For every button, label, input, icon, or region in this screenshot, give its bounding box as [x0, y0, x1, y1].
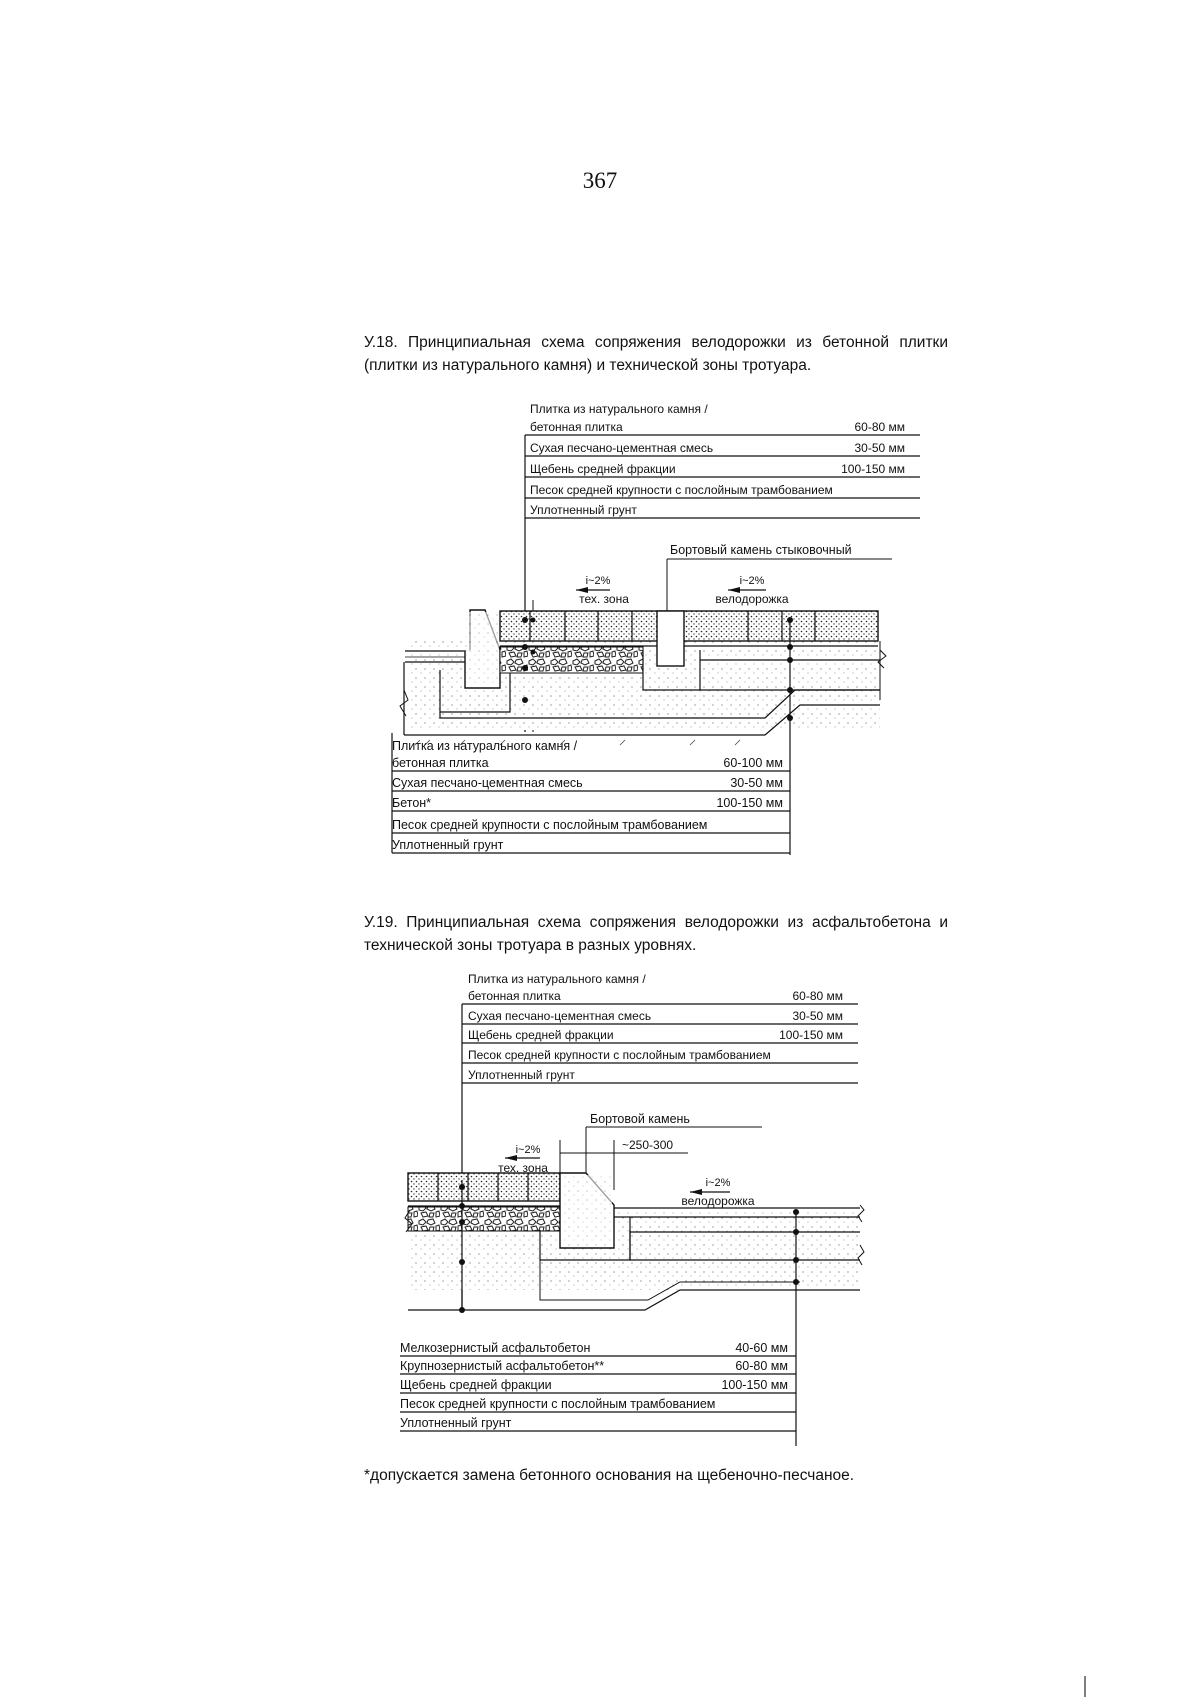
figure-18: Плитка из натурального камня / бетонная …: [391, 402, 920, 855]
fig18-top-layer-label: бетонная плитка: [530, 420, 623, 434]
fig19-top-layer-label: Песок средней крупности с послойным трам…: [468, 1048, 771, 1062]
fig19-slope-right: i~2%: [706, 1177, 731, 1189]
fig19-top-layer-label: Плитка из натурального камня /: [468, 972, 646, 986]
fig19-slope-left: i~2%: [516, 1144, 541, 1156]
fig18-top-layer-value: 30-50 мм: [854, 441, 905, 455]
fig19-top-layer-label: бетонная плитка: [468, 989, 561, 1003]
fig19-top-layer-label: Щебень средней фракции: [468, 1028, 614, 1042]
figure-19-caption: У.19. Принципиальная схема сопряжения ве…: [364, 911, 948, 957]
fig19-bottom-layer-value: 40-60 мм: [735, 1341, 788, 1355]
fig18-bottom-layer-label: Песок средней крупности с послойным трам…: [392, 818, 707, 832]
figure-18-caption-text: У.18. Принципиальная схема сопряжения ве…: [364, 334, 948, 374]
fig18-top-layer-label: Песок средней крупности с послойным трам…: [530, 483, 833, 497]
fig18-top-layer-label: Уплотненный грунт: [530, 503, 637, 517]
fig18-bottom-layer-value: 30-50 мм: [730, 776, 783, 790]
fig19-bottom-layer-label: Песок средней крупности с послойным трам…: [400, 1397, 715, 1411]
fig19-top-layer-value: 100-150 мм: [779, 1028, 843, 1042]
fig18-bottom-layer-label: Сухая песчано-цементная смесь: [392, 776, 583, 790]
fig18-top-layer-label: Плитка из натурального камня /: [530, 402, 708, 416]
fig19-cross-section: [404, 1172, 865, 1446]
fig18-slope-left: i~2%: [586, 575, 611, 587]
fig18-bottom-layer-value: 100-150 мм: [716, 796, 783, 810]
footnote: *допускается замена бетонного основания …: [364, 1467, 855, 1484]
fig18-slope-right: i~2%: [740, 575, 765, 587]
fig18-top-layer-value: 100-150 мм: [841, 462, 905, 476]
figure-19-caption-text: У.19. Принципиальная схема сопряжения ве…: [364, 914, 948, 954]
fig19-curb-width: ~250-300: [622, 1138, 673, 1152]
fig19-bottom-layer-value: 100-150 мм: [721, 1378, 788, 1392]
page-number: 367: [582, 168, 618, 193]
fig18-curb-label: Бортовый камень стыковочный: [670, 543, 852, 557]
fig18-top-legend: Плитка из натурального камня / бетонная …: [525, 402, 920, 519]
fig18-bottom-layer-value: 60-100 мм: [723, 756, 783, 770]
fig18-bottom-layer-label: Бетон*: [392, 796, 431, 810]
fig18-bottom-layer-label: Плитка из натурального камня /: [392, 739, 578, 753]
fig19-zone-left: тех. зона: [498, 1161, 548, 1175]
fig19-curb-label: Бортовой камень: [590, 1112, 690, 1126]
fig19-bottom-layer-label: Уплотненный грунт: [400, 1416, 512, 1430]
fig19-top-layer-value: 30-50 мм: [792, 1009, 843, 1023]
figure-18-caption: У.18. Принципиальная схема сопряжения ве…: [364, 331, 948, 377]
fig19-top-layer-value: 60-80 мм: [792, 989, 843, 1003]
fig18-cross-section: [399, 609, 887, 855]
fig18-top-layer-value: 60-80 мм: [854, 420, 905, 434]
fig18-zone-right: велодорожка: [715, 592, 788, 606]
fig18-bottom-legend: Плитка из натурального камня / бетонная …: [391, 733, 790, 854]
fig19-bottom-layer-label: Мелкозернистый асфальтобетон: [400, 1341, 590, 1355]
fig18-bottom-layer-label: Уплотненный грунт: [392, 838, 504, 852]
fig18-top-layer-label: Щебень средней фракции: [530, 462, 676, 476]
figure-19: Плитка из натурального камня / бетонная …: [400, 972, 865, 1446]
fig19-bottom-layer-label: Крупнозернистый асфальтобетон**: [400, 1359, 604, 1373]
fig18-zone-left: тех. зона: [579, 592, 629, 606]
fig19-top-layer-label: Уплотненный грунт: [468, 1068, 575, 1082]
fig19-top-layer-label: Сухая песчано-цементная смесь: [468, 1009, 651, 1023]
fig18-top-layer-label: Сухая песчано-цементная смесь: [530, 441, 713, 455]
fig19-zone-right: велодорожка: [681, 1194, 754, 1208]
fig19-bottom-layer-label: Щебень средней фракции: [400, 1378, 552, 1392]
fig19-bottom-layer-value: 60-80 мм: [735, 1359, 788, 1373]
fig18-bottom-layer-label: бетонная плитка: [392, 756, 489, 770]
fig19-bottom-legend: Мелкозернистый асфальтобетон 40-60 мм Кр…: [400, 1341, 796, 1432]
fig19-top-legend: Плитка из натурального камня / бетонная …: [462, 972, 858, 1084]
